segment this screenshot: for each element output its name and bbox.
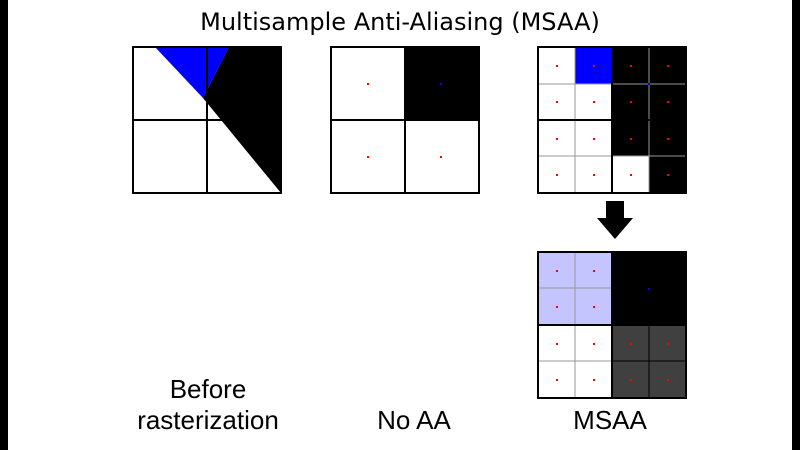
resolved-sample-point <box>556 379 558 381</box>
msaa-sample-point <box>593 65 595 67</box>
resolved-sample-point <box>630 379 632 381</box>
msaa-sample-point <box>593 138 595 140</box>
resolved-sample-point <box>593 270 595 272</box>
caption-before-line1: Before <box>169 374 247 404</box>
resolved-sample-point <box>556 343 558 345</box>
msaa-sample-point <box>556 138 558 140</box>
msaa-sample-point <box>667 101 669 103</box>
resolved-sample-point <box>630 343 632 345</box>
msaa-sample-point <box>593 174 595 176</box>
msaa-border <box>537 46 687 194</box>
caption-msaa: MSAA <box>573 405 647 435</box>
resolved-pixel-center-point <box>648 288 650 290</box>
msaa-sample-point <box>630 138 632 140</box>
before-border <box>132 46 282 194</box>
msaa-pixel-center-point <box>648 83 650 85</box>
down-arrow-icon <box>597 201 633 239</box>
msaa-sample-point <box>630 174 632 176</box>
msaa-sample-point <box>667 138 669 140</box>
panel-before-rasterization <box>132 46 282 194</box>
msaa-sample-point <box>667 65 669 67</box>
msaa-sample-points <box>556 65 669 176</box>
resolved-sample-point <box>556 270 558 272</box>
caption-before-line2: rasterization <box>137 405 279 435</box>
resolved-sample-point <box>593 306 595 308</box>
no-aa-sample-point <box>367 156 369 158</box>
panel-no-aa <box>330 46 480 194</box>
msaa-sample-point <box>556 101 558 103</box>
msaa-sample-point <box>630 65 632 67</box>
msaa-sample-point <box>556 65 558 67</box>
resolved-sample-point <box>667 343 669 345</box>
no-aa-border <box>330 46 480 194</box>
no-aa-sample-point <box>367 83 369 85</box>
caption-no-aa: No AA <box>377 405 451 435</box>
triangle-blue-part <box>155 47 229 98</box>
panel-msaa-resolved <box>537 251 687 399</box>
msaa-sample-point <box>630 101 632 103</box>
no-aa-sample-point <box>440 83 442 85</box>
resolved-sample-point <box>556 306 558 308</box>
resolved-sample-point <box>667 379 669 381</box>
no-aa-sample-point <box>440 156 442 158</box>
resolved-gray-subsample-grid <box>612 325 686 398</box>
msaa-sample-point <box>667 174 669 176</box>
resolved-sample-points <box>556 270 669 381</box>
caption-before-rasterization: Before rasterization <box>113 374 303 436</box>
resolved-sample-point <box>593 379 595 381</box>
resolved-border <box>537 251 687 399</box>
panel-msaa-coverage <box>537 46 687 194</box>
slide-title: Multisample Anti-Aliasing (MSAA) <box>200 8 600 36</box>
msaa-sample-point <box>593 101 595 103</box>
resolved-sample-point <box>593 343 595 345</box>
msaa-sample-point <box>556 174 558 176</box>
